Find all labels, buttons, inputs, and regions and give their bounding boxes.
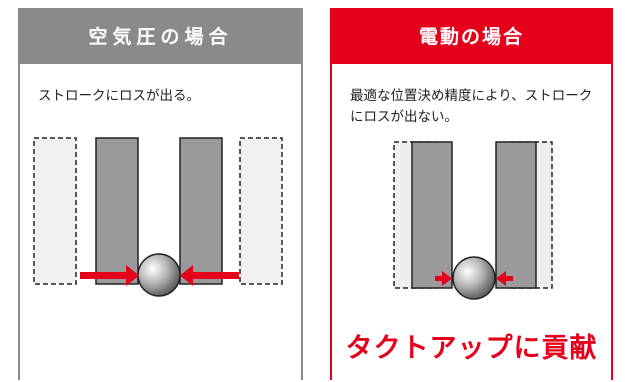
- electric-panel-title: 電動の場合: [332, 10, 611, 64]
- electric-gripper-diagram: [393, 141, 553, 300]
- right-open-jaw-outline: [239, 137, 283, 285]
- workpiece-ball: [452, 256, 496, 300]
- workpiece-ball: [137, 253, 181, 297]
- left-jaw: [411, 141, 453, 289]
- left-jaw: [95, 137, 139, 285]
- electric-panel: 電動の場合 最適な位置決め精度により、ストロークにロスが出ない。 タクトアップに…: [330, 8, 613, 380]
- left-open-jaw-outline: [33, 137, 77, 285]
- pneumatic-panel: 空気圧の場合 ストロークにロスが出る。: [18, 8, 303, 380]
- right-jaw: [179, 137, 223, 285]
- left-force-arrow: [435, 271, 452, 286]
- tact-up-tagline: タクトアップに貢献: [345, 333, 598, 364]
- right-force-arrow: [496, 271, 513, 286]
- right-force-arrow: [180, 265, 239, 286]
- left-force-arrow: [80, 265, 139, 286]
- right-jaw: [495, 141, 537, 289]
- pneumatic-panel-title: 空気圧の場合: [20, 10, 301, 64]
- electric-panel-description: 最適な位置決め精度により、ストロークにロスが出ない。: [350, 88, 593, 125]
- pneumatic-panel-description: ストロークにロスが出る。: [38, 88, 200, 104]
- pneumatic-gripper-diagram: [33, 137, 283, 297]
